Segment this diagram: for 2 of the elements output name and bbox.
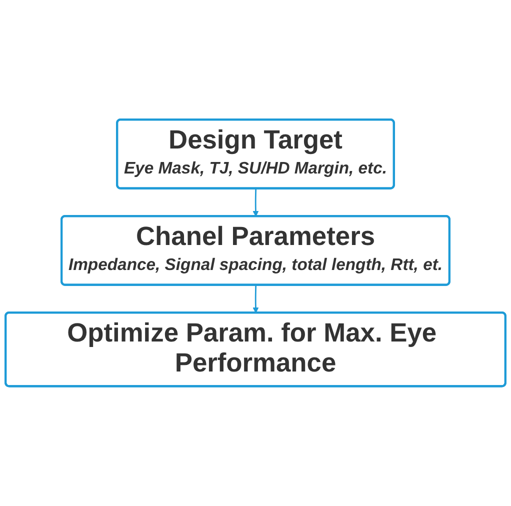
arrow <box>252 188 259 217</box>
arrow <box>252 285 259 314</box>
